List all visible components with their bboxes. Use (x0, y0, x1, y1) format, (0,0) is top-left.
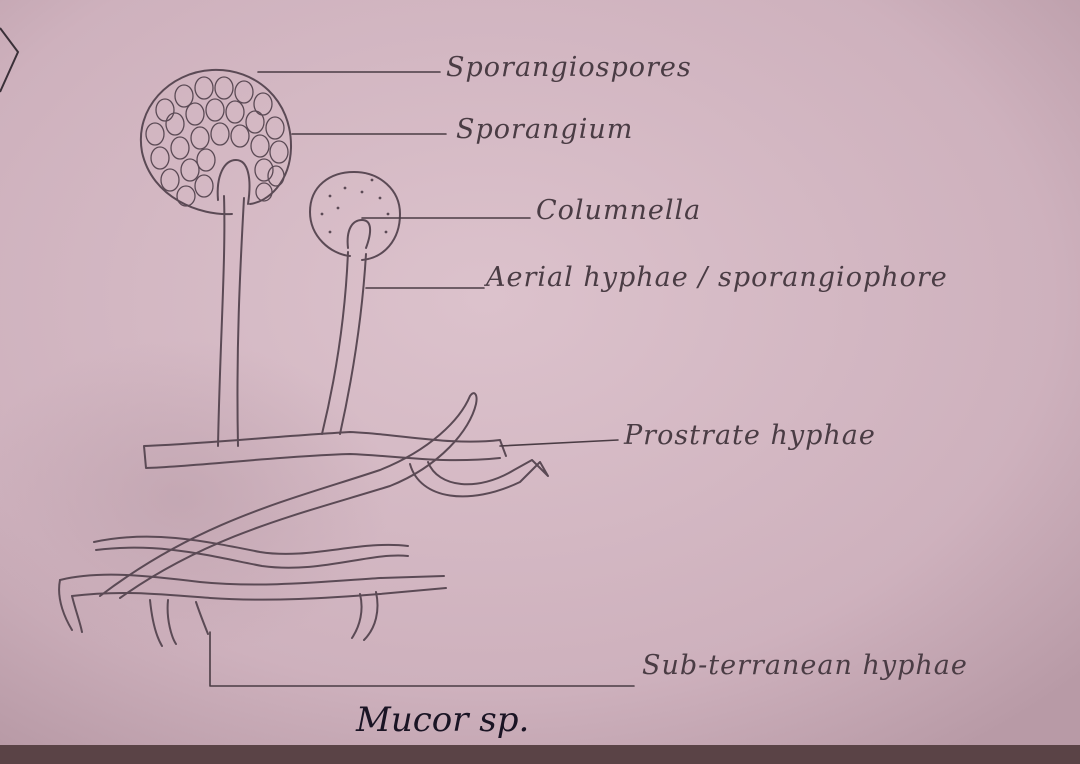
sporangium-dots (320, 178, 390, 234)
label-subterranean-hyphae: Sub-terranean hyphae (642, 650, 968, 681)
sporangiospores (145, 76, 289, 207)
sporangium-right (309, 171, 401, 261)
sporangiophore-left (217, 195, 245, 447)
label-aerial-hyphae: Aerial hyphae / sporangiophore (486, 262, 948, 293)
paper-shadow (0, 250, 600, 700)
label-sporangiospores: Sporangiospores (446, 52, 692, 83)
hook-hypha (409, 459, 549, 498)
diagram-title: Mucor sp. (356, 700, 530, 740)
lower-hypha-2 (59, 573, 447, 601)
lower-hypha-1 (93, 535, 409, 569)
label-prostrate-hyphae: Prostrate hyphae (624, 420, 876, 451)
label-sporangium: Sporangium (456, 114, 634, 145)
page-corner-mark (0, 27, 20, 93)
label-columnella: Columnella (536, 195, 702, 226)
diagonal-hypha (99, 392, 478, 599)
table-edge (0, 745, 1080, 764)
leader-lines (209, 71, 635, 687)
sporangiophore-right (321, 251, 367, 435)
rhizoids (58, 579, 379, 647)
sporangium-left (139, 68, 293, 216)
columnella-shape (346, 219, 372, 249)
prostrate-hypha-main (143, 431, 507, 469)
